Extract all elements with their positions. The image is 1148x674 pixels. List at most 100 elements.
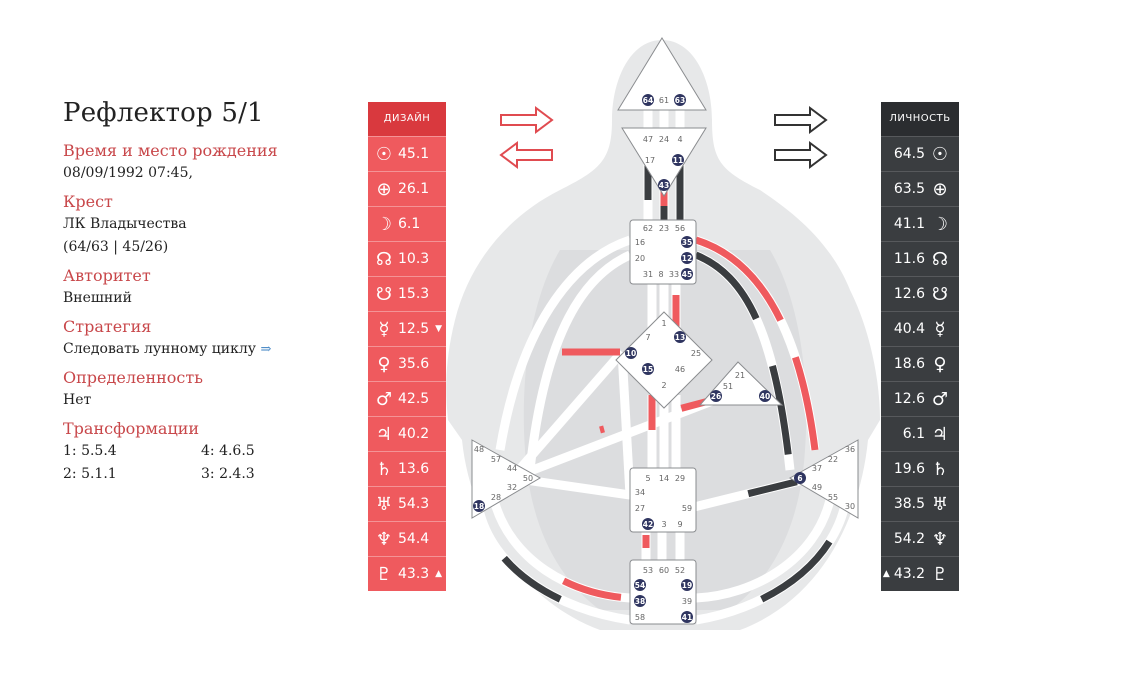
north-node-icon: ☊	[932, 248, 948, 270]
gate-47: 47	[643, 135, 653, 144]
gate-1: 1	[661, 319, 666, 328]
earth-icon: ⊕	[376, 178, 392, 200]
north-node-icon: ☊	[376, 248, 392, 270]
personality-value: 64.5	[893, 146, 925, 162]
personality-row-south-node[interactable]: 12.6☋	[881, 276, 959, 311]
throat-center[interactable]	[629, 219, 697, 285]
personality-value: 54.2	[893, 531, 925, 547]
info-panel: Рефлектор 5/1 Время и место рождения 08/…	[63, 98, 363, 486]
personality-row-neptune[interactable]: 54.2♆	[881, 521, 959, 556]
gate-44: 44	[507, 464, 517, 473]
design-row-south-node[interactable]: ☋15.3	[368, 276, 446, 311]
personality-row-venus[interactable]: 18.6♀	[881, 346, 959, 381]
personality-arrow-right-icon[interactable]	[774, 106, 828, 134]
gate-28: 28	[491, 493, 501, 502]
design-row-neptune[interactable]: ♆54.4	[368, 521, 446, 556]
personality-row-north-node[interactable]: 11.6 ☊	[881, 241, 959, 276]
gate-40: 40	[760, 392, 770, 401]
ajna-center[interactable]	[621, 127, 707, 197]
design-value: 42.5	[398, 391, 430, 407]
personality-value: 11.6	[893, 251, 925, 267]
cross-title: Крест	[63, 192, 113, 211]
design-row-mercury[interactable]: ☿12.5▼	[368, 311, 446, 346]
personality-value: 38.5	[893, 496, 925, 512]
root-center[interactable]	[629, 559, 697, 625]
personality-column: ЛИЧНОСТЬ 64.5☉63.5⊕41.1☽11.6☊12.6☋40.4☿1…	[881, 102, 959, 591]
gate-42: 42	[643, 520, 653, 529]
personality-row-sun[interactable]: 64.5☉	[881, 136, 959, 171]
design-arrow-right-icon[interactable]	[500, 106, 554, 134]
design-row-saturn[interactable]: ♄13.6	[368, 451, 446, 486]
personality-arrow-right-2-icon[interactable]	[774, 141, 828, 169]
gate-63: 63	[675, 96, 685, 105]
gate-46: 46	[675, 365, 685, 374]
transform-list: 1: 5.5.4 4: 4.6.5 2: 5.1.1 3: 2.4.3	[63, 440, 363, 486]
gate-19: 19	[682, 581, 692, 590]
gate-64: 64	[643, 96, 653, 105]
personality-row-mercury[interactable]: 40.4☿	[881, 311, 959, 346]
personality-value: 40.4	[893, 321, 925, 337]
design-row-sun[interactable]: ☉45.1	[368, 136, 446, 171]
gate-58: 58	[635, 613, 645, 622]
sacral-center[interactable]	[629, 467, 697, 533]
personality-row-mars[interactable]: 12.6 ♂	[881, 381, 959, 416]
personality-value: 12.6	[893, 391, 925, 407]
gate-12: 12	[682, 254, 692, 263]
mars-icon: ♂	[931, 388, 949, 410]
gate-34: 34	[635, 488, 645, 497]
gate-21: 21	[735, 371, 745, 380]
design-row-mars[interactable]: ♂42.5	[368, 381, 446, 416]
personality-row-pluto[interactable]: ▲43.2♇	[881, 556, 959, 591]
gate-23: 23	[659, 224, 669, 233]
design-header: ДИЗАЙН	[368, 102, 446, 136]
transform-title: Трансформации	[63, 419, 200, 438]
design-row-jupiter[interactable]: ♃ 40.2	[368, 416, 446, 451]
gate-10: 10	[626, 349, 636, 358]
venus-icon: ♀	[377, 353, 391, 375]
spleen-center[interactable]	[471, 439, 542, 519]
strategy-link-icon[interactable]: ⇒	[260, 342, 272, 357]
personality-value: 12.6	[893, 286, 925, 302]
bodygraph: 64 61 63 47 24 4 17 11 43 62 23 56 16 35…	[446, 37, 880, 630]
gate-17: 17	[645, 156, 655, 165]
type-title: Рефлектор 5/1	[63, 98, 264, 128]
personality-value: 19.6	[893, 461, 925, 477]
mercury-icon: ☿	[378, 318, 390, 340]
gate-53: 53	[643, 566, 653, 575]
head-center[interactable]	[617, 37, 707, 111]
personality-value: 43.2	[893, 566, 925, 582]
design-row-pluto[interactable]: ♇43.3▲	[368, 556, 446, 591]
jupiter-icon: ♃	[375, 423, 393, 445]
personality-value: 6.1	[902, 426, 925, 442]
birth-title: Время и место рождения	[63, 141, 278, 160]
definition-title: Определенность	[63, 368, 203, 387]
gate-4: 4	[677, 135, 682, 144]
design-arrow-left-icon[interactable]	[499, 141, 553, 169]
authority-value: Внешний	[63, 290, 132, 306]
personality-row-saturn[interactable]: 19.6♄	[881, 451, 959, 486]
gate-52: 52	[675, 566, 685, 575]
jupiter-icon: ♃	[931, 423, 949, 445]
gate-11: 11	[673, 156, 683, 165]
uranus-icon: ♅	[375, 493, 393, 515]
design-value: 40.2	[398, 426, 430, 442]
gate-29: 29	[675, 474, 685, 483]
gate-54: 54	[635, 581, 645, 590]
design-row-earth[interactable]: ⊕26.1	[368, 171, 446, 206]
design-row-north-node[interactable]: ☊10.3	[368, 241, 446, 276]
fixing-mark: ▼	[435, 324, 443, 334]
personality-row-moon[interactable]: 41.1☽	[881, 206, 959, 241]
strategy-row: Следовать лунному циклу ⇒	[63, 338, 363, 361]
personality-row-earth[interactable]: 63.5⊕	[881, 171, 959, 206]
design-row-uranus[interactable]: ♅54.3	[368, 486, 446, 521]
gate-37: 37	[812, 464, 822, 473]
cross-name: ЛК Владычества	[63, 216, 187, 232]
design-row-moon[interactable]: ☽6.1	[368, 206, 446, 241]
design-row-venus[interactable]: ♀35.6	[368, 346, 446, 381]
g-center[interactable]	[615, 311, 713, 409]
gate-49: 49	[812, 483, 822, 492]
personality-row-jupiter[interactable]: 6.1 ♃	[881, 416, 959, 451]
solar-plexus-center[interactable]	[788, 439, 859, 519]
gate-22: 22	[828, 455, 838, 464]
personality-row-uranus[interactable]: 38.5♅	[881, 486, 959, 521]
